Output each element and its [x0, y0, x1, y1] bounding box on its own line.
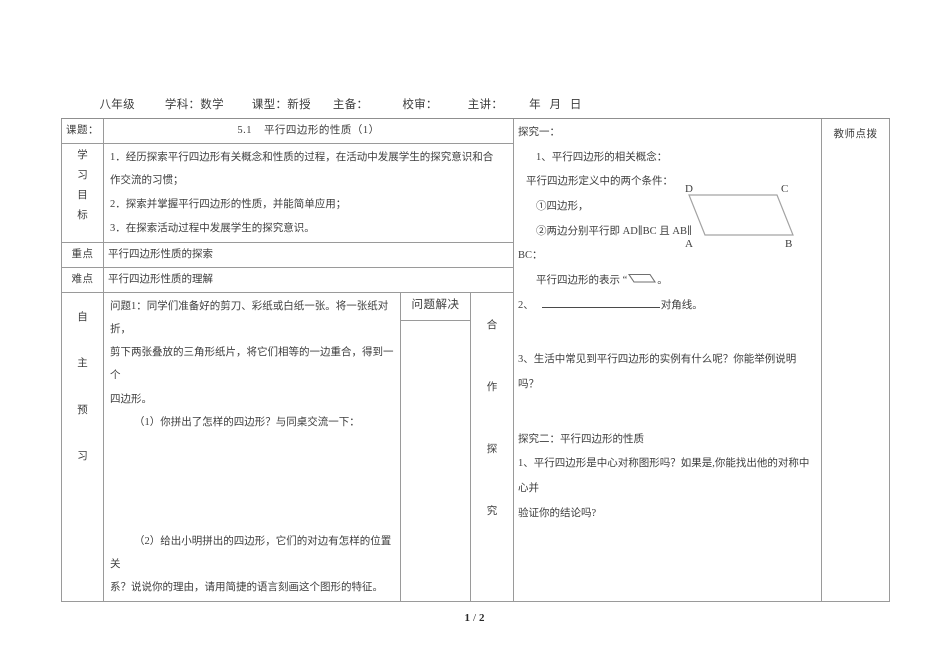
explore-item-2: 2、 对角线。	[518, 294, 817, 319]
vertex-label-b: B	[785, 238, 792, 249]
problem-solving-cell: 问题解决	[400, 292, 471, 602]
problem-solving-blank-area[interactable]	[401, 321, 470, 561]
vertex-label-a: A	[685, 238, 693, 249]
explore-item-1: 1、平行四边形的相关概念：	[536, 151, 668, 163]
learning-goals-label-cell: 学 习 目 标	[61, 142, 104, 244]
item-2-suffix: 对角线。	[660, 299, 703, 311]
cooperate-label-char-1: 合	[486, 320, 498, 332]
preview-answer-space-1[interactable]	[108, 434, 396, 530]
explore-definition-lead: 平行四边形定义中的两个条件：	[526, 176, 673, 188]
topic-label-cell: 课题：	[61, 117, 104, 144]
preview-line-3: 四边形。	[110, 393, 152, 405]
explore-condition-2: ②两边分别平行即 AD∥BC 且 AB∥	[536, 225, 692, 237]
lesson-title-text: 平行四边形的性质（1）	[263, 124, 380, 136]
reviewer-label: 校审：	[402, 99, 438, 111]
fill-in-blank-line[interactable]	[541, 296, 660, 308]
preview-label-char-4: 习	[77, 450, 88, 462]
main-prep-label: 主备：	[332, 99, 369, 111]
key-point-label: 重点	[61, 242, 104, 269]
item-2-prefix: 2、	[518, 299, 534, 311]
table-header-strip-row: 八年级 学科：数学 课型：新授 主备： 校审： 主讲： 年 月 日	[61, 95, 890, 119]
lesson-plan-table: 八年级 学科：数学 课型：新授 主备： 校审： 主讲： 年 月 日	[61, 95, 891, 603]
explore-property-1-line-1: 1、平行四边形是中心对称图形吗？如果是,你能找出他的对称中心并	[518, 458, 810, 494]
preview-label-cell: 自 主 预 习	[61, 292, 104, 602]
explore-property-1-line-2: 验证你的结论吗?	[518, 507, 597, 519]
lecturer-label: 主讲：	[467, 99, 504, 111]
goal-line-3: 2．探索并掌握平行四边形的性质，并能简单应用；	[110, 199, 347, 211]
explore-spacer-1	[518, 318, 817, 348]
explore-panel: 探究一： 1、平行四边形的相关概念： 平行四边形定义中的两个条件： ①四边形， …	[513, 117, 822, 603]
goal-line-1: 1．经历探索平行四边形有关概念和性质的过程，在活动中发展学生的探究意识和合	[110, 151, 494, 163]
lesson-number: 5.1	[237, 124, 252, 136]
explore-condition-1: ①四边形，	[536, 200, 589, 212]
goals-label-char-3: 目	[77, 189, 88, 201]
header-strip: 八年级 学科：数学 课型：新授 主备： 校审： 主讲： 年 月 日	[62, 95, 890, 117]
preview-line-5: （2）给出小明拼出的四边形，它们的对边有怎样的位置关	[110, 535, 392, 570]
lesson-type-label: 课型：新授	[251, 99, 311, 111]
difficult-point-label: 难点	[61, 267, 104, 294]
teacher-tips-label: 教师点拨	[833, 128, 878, 140]
preview-line-1: 问题1：同学们准备好的剪刀、彩纸或白纸一张。将一张纸对折，	[110, 301, 389, 336]
preview-line-4: （1）你拼出了怎样的四边形？与同桌交流一下：	[134, 416, 360, 428]
goals-label-char-2: 习	[77, 169, 88, 181]
explore-representation: 平行四边形的表示 “ 。	[518, 269, 817, 294]
parallelogram-symbol-icon	[628, 273, 657, 284]
preview-label-char-2: 主	[77, 358, 88, 370]
cooperate-explore-label-cell: 合 作 探 究	[470, 292, 514, 602]
learning-goals-content: 1．经历探索平行四边形有关概念和性质的过程，在活动中发展学生的探究意识和合 作交…	[103, 142, 514, 244]
vertex-label-c: C	[781, 183, 788, 195]
preview-content-cell: 问题1：同学们准备好的剪刀、彩纸或白纸一张。将一张纸对折， 剪下两张叠放的三角形…	[103, 292, 401, 602]
problem-solving-label: 问题解决	[401, 293, 470, 321]
lesson-title-cell: 5.1 平行四边形的性质（1）	[103, 117, 514, 144]
cooperate-label-char-2: 作	[486, 382, 498, 394]
explore-heading-two: 探究二：平行四边形的性质	[518, 433, 644, 445]
goals-label-char-4: 标	[77, 209, 88, 221]
preview-row: 自 主 预 习 问题1：同学们准备好的剪刀、彩纸或白纸一张。将一张纸对折， 剪下…	[61, 292, 890, 602]
parallelogram-figure: A B C D	[685, 181, 809, 250]
representation-suffix: 。	[657, 274, 668, 286]
subject-label: 学科：数学	[164, 99, 224, 111]
grade-label: 八年级	[99, 99, 135, 111]
representation-prefix: 平行四边形的表示 “	[536, 274, 628, 286]
difficult-point-text: 平行四边形性质的理解	[103, 267, 514, 294]
title-row: 课题： 5.1 平行四边形的性质（1） 探究一： 1、平行四边形的相关概念： 平行…	[61, 117, 891, 603]
date-label: 年 月 日	[529, 99, 585, 111]
cooperate-label-char-3: 探	[486, 444, 498, 456]
vertex-label-d: D	[685, 183, 693, 195]
preview-line-6: 系？说说你的理由，请用简捷的语言刻画这个图形的特征。	[110, 581, 383, 593]
learning-goals-row: 学 习 目 标 1．经历探索平行四边形有关概念和性质的过程，在活动中发展学生的探…	[61, 142, 890, 244]
preview-label-char-1: 自	[77, 312, 88, 324]
explore-condition-2-continued: BC：	[518, 250, 543, 262]
preview-label-char-3: 预	[77, 404, 88, 416]
explore-spacer-2	[518, 398, 817, 428]
key-point-text: 平行四边形性质的探索	[103, 242, 514, 269]
page-number: 1/2	[0, 612, 950, 624]
goals-label-char-1: 学	[77, 149, 88, 161]
current-page: 1	[464, 612, 471, 624]
preview-line-2: 剪下两张叠放的三角形纸片，将它们相等的一边重合，得到一个	[110, 347, 394, 382]
total-pages: 2	[479, 612, 486, 624]
cooperate-label-char-4: 究	[486, 505, 498, 517]
goal-line-4: 3．在探索活动过程中发展学生的探究意识。	[110, 222, 315, 234]
page-separator: /	[472, 612, 478, 624]
goal-line-2: 作交流的习惯；	[110, 175, 184, 187]
explore-item-3: 3、生活中常见到平行四边形的实例有什么呢？你能举例说明吗？	[518, 354, 797, 390]
teacher-tips-cell: 教师点拨	[820, 117, 891, 603]
explore-heading-one: 探究一：	[518, 126, 560, 138]
header-strip-cell: 八年级 学科：数学 课型：新授 主备： 校审： 主讲： 年 月 日	[61, 95, 890, 119]
